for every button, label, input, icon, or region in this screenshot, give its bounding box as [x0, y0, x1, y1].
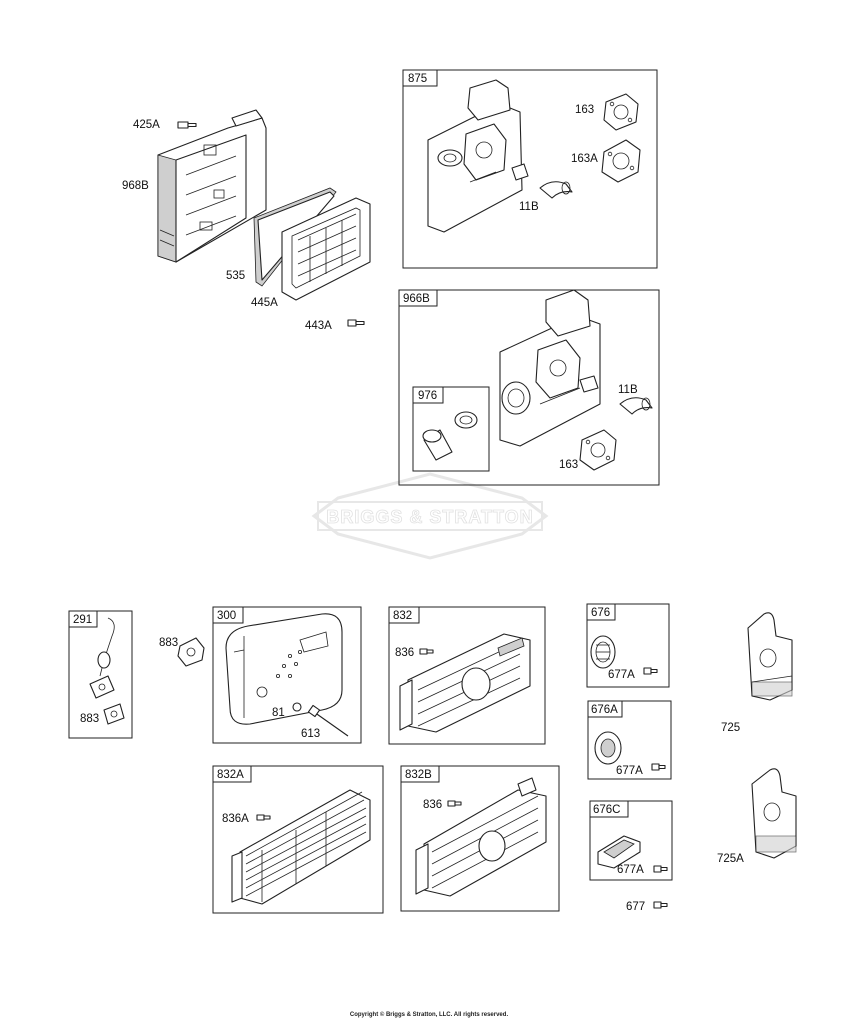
gasket-883-drawing — [177, 637, 205, 667]
gasket-163-mid-drawing — [579, 429, 617, 471]
box-label-676C: 676C — [593, 804, 621, 816]
callout-883-a: 883 — [159, 637, 178, 649]
callout-443A: 443A — [305, 320, 332, 332]
gasket-163A-drawing — [601, 139, 641, 183]
callout-677: 677 — [626, 901, 645, 913]
box-label-300: 300 — [217, 610, 236, 622]
air-cleaner-base-968B-drawing — [157, 109, 267, 263]
callout-81: 81 — [272, 707, 285, 719]
box-300: 300 81 613 — [212, 606, 362, 744]
screw-836A-drawing — [256, 814, 271, 821]
box-676: 676 677A — [586, 603, 670, 688]
box-832B: 832B 836 — [400, 765, 560, 912]
box-label-875: 875 — [408, 73, 427, 85]
carburetor-875-drawing — [427, 79, 529, 233]
deflector-725A-drawing — [751, 768, 797, 859]
carburetor-966B-drawing — [499, 289, 601, 447]
muffler-guard-832B-drawing — [415, 777, 547, 897]
screw-425A-drawing — [177, 121, 197, 129]
callout-163A: 163A — [571, 153, 598, 165]
deflector-725-drawing — [747, 612, 793, 701]
spark-arrestor-676A-drawing — [594, 731, 622, 765]
callout-677A-c: 677A — [617, 864, 644, 876]
spark-arrestor-676-drawing — [590, 635, 616, 669]
muffler-guard-832-drawing — [399, 633, 531, 733]
callout-677A-b: 677A — [616, 765, 643, 777]
screw-677A-c-drawing — [653, 865, 668, 873]
bolt-613-drawing — [307, 704, 349, 737]
spark-arrestor-676C-drawing — [597, 835, 641, 869]
muffler-300-drawing — [225, 613, 343, 725]
box-label-832A: 832A — [217, 769, 244, 781]
callout-883-b: 883 — [80, 713, 99, 725]
callout-968B: 968B — [122, 180, 149, 192]
box-976: 976 — [412, 386, 490, 472]
box-label-832: 832 — [393, 610, 412, 622]
screw-677A-b-drawing — [651, 763, 666, 771]
box-832A: 832A 836A — [212, 765, 384, 914]
box-label-832B: 832B — [405, 769, 432, 781]
briggs-stratton-watermark: BRIGGS & STRATTON — [311, 472, 549, 560]
screw-677A-a-drawing — [643, 667, 658, 675]
copyright-footer: Copyright © Briggs & Stratton, LLC. All … — [349, 1012, 509, 1018]
box-832: 832 836 — [388, 606, 546, 745]
callout-11B-top: 11B — [519, 201, 539, 213]
screw-443A-drawing — [347, 319, 365, 327]
muffler-guard-832A-drawing — [231, 789, 371, 905]
elbow-11B-drawing — [539, 181, 573, 199]
box-label-676A: 676A — [591, 704, 618, 716]
callout-535: 535 — [226, 270, 245, 282]
box-676C: 676C 677A — [589, 800, 673, 881]
callout-836A: 836A — [222, 813, 249, 825]
screw-677-drawing — [653, 901, 668, 909]
box-676A: 676A 677A — [587, 700, 672, 780]
elbow-11B-mid-drawing — [619, 397, 653, 415]
callout-725: 725 — [721, 722, 740, 734]
callout-613: 613 — [301, 728, 320, 740]
callout-677A-a: 677A — [608, 669, 635, 681]
box-291: 291 883 — [68, 610, 133, 739]
callout-836-b: 836 — [423, 799, 442, 811]
callout-163-top: 163 — [575, 104, 594, 116]
gasket-163-drawing — [603, 93, 639, 131]
callout-725A: 725A — [717, 853, 744, 865]
box-label-291: 291 — [73, 614, 92, 626]
screw-836-b-drawing — [447, 800, 462, 807]
box-label-676: 676 — [591, 607, 610, 619]
box-label-976: 976 — [418, 390, 437, 402]
washer-81-drawing — [292, 702, 302, 712]
callout-836: 836 — [395, 647, 414, 659]
callout-11B-mid: 11B — [618, 384, 638, 396]
air-cleaner-group: 425A 968B 535 445A 443A — [122, 109, 371, 332]
box-966B: 966B 976 — [398, 289, 660, 486]
box-label-966B: 966B — [403, 293, 430, 305]
choke-976-drawing — [422, 411, 478, 461]
callout-445A: 445A — [251, 297, 278, 309]
callout-163-mid: 163 — [559, 459, 578, 471]
watermark-text: BRIGGS & STRATTON — [326, 507, 533, 527]
air-filter-445A-drawing — [281, 197, 371, 301]
callout-425A: 425A — [133, 119, 160, 131]
screw-836-drawing — [419, 648, 434, 655]
box-875: 875 163 163A 11B — [402, 69, 658, 269]
ignition-switch-291-drawing — [89, 617, 125, 725]
